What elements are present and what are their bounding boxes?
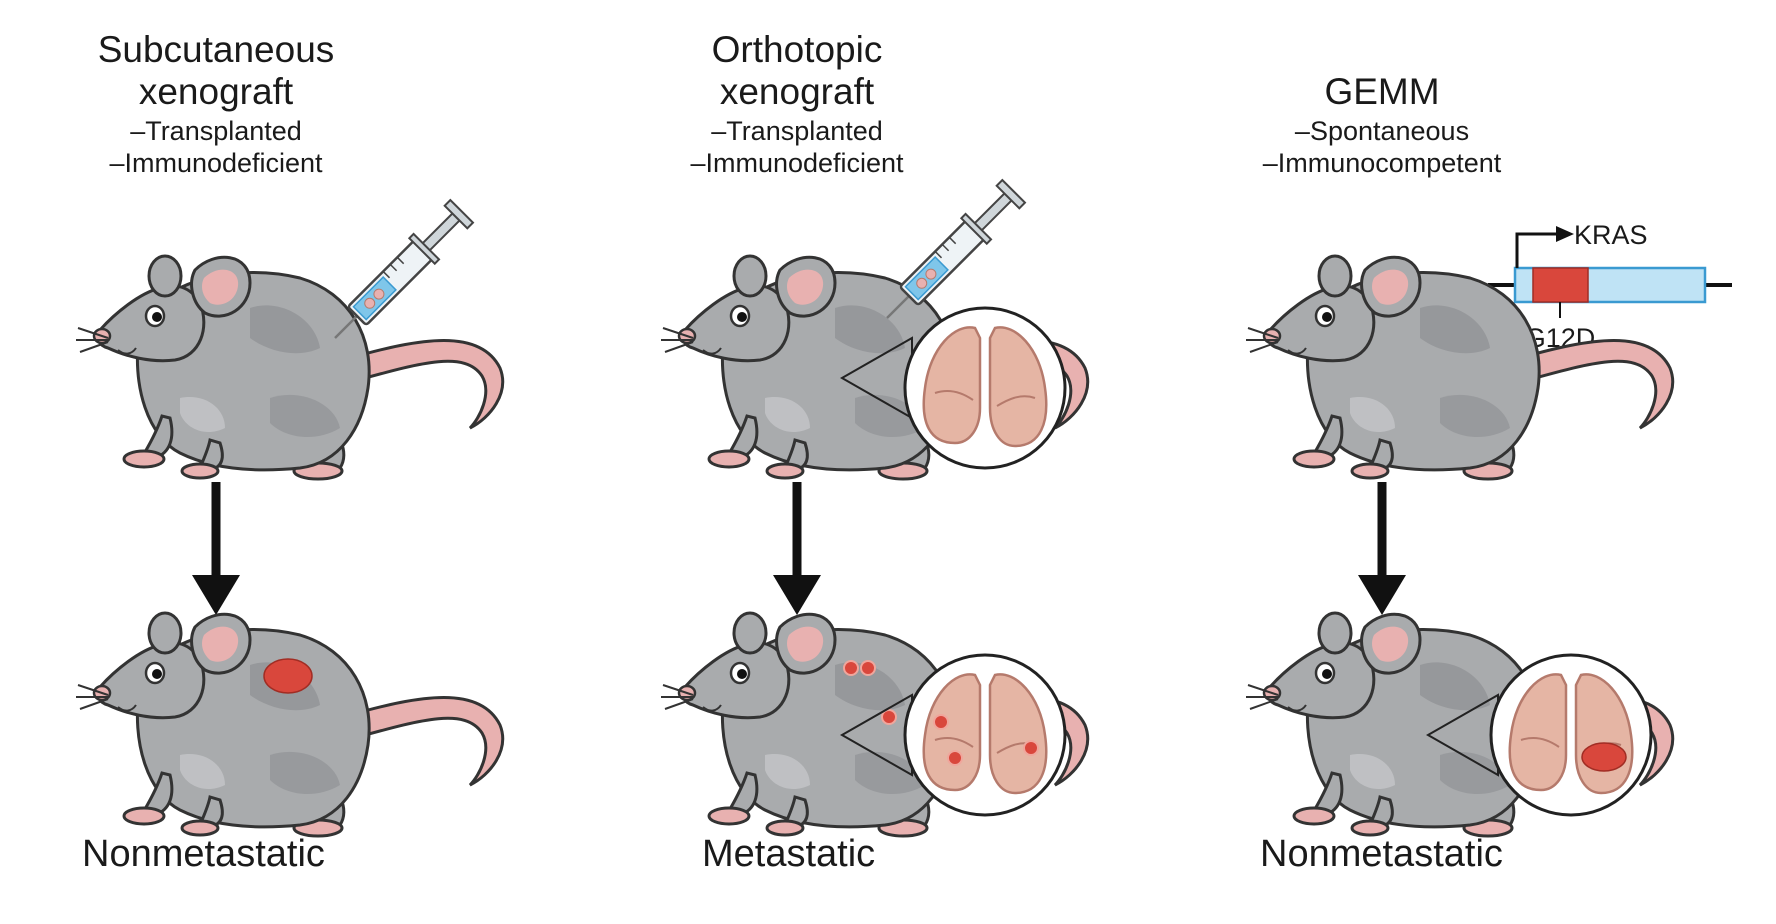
kras-gene-construct bbox=[1488, 226, 1732, 318]
panel-1-mouse-bottom bbox=[74, 611, 505, 838]
panel-gemm: GEMM –Spontaneous –Immunocompetent KRAS … bbox=[1244, 71, 1732, 875]
panel-1-property-2: –Immunodeficient bbox=[109, 148, 323, 178]
panel-1-title-line-1: Subcutaneous bbox=[98, 29, 335, 70]
panel-1-title-line-2: xenograft bbox=[139, 71, 294, 112]
panel-2-metastases-lung bbox=[933, 714, 1039, 766]
promoter-arrow-icon bbox=[1515, 232, 1560, 268]
panel-3-outcome: Nonmetastatic bbox=[1260, 833, 1503, 875]
panel-2-arrow bbox=[773, 482, 821, 615]
panel-2-syringe bbox=[885, 177, 1028, 320]
panel-2-outcome: Metastatic bbox=[702, 833, 875, 875]
panel-3-title: GEMM bbox=[1324, 71, 1439, 112]
panel-1-arrow bbox=[192, 482, 240, 615]
panel-orthotopic: Orthotopic xenograft –Transplanted –Immu… bbox=[659, 29, 1090, 875]
panel-1-mouse-top bbox=[74, 254, 505, 481]
panel-2-property-1: –Transplanted bbox=[711, 116, 883, 146]
g12d-mutation-segment bbox=[1532, 267, 1589, 303]
panel-1-tumor bbox=[263, 658, 313, 694]
panel-3-property-1: –Spontaneous bbox=[1295, 116, 1469, 146]
panel-subcutaneous: Subcutaneous xenograft –Transplanted –Im… bbox=[74, 29, 505, 875]
panel-2-property-2: –Immunodeficient bbox=[690, 148, 904, 178]
panel-3-arrow bbox=[1358, 482, 1406, 615]
panel-3-lung-tumor bbox=[1581, 742, 1627, 772]
panel-1-syringe bbox=[333, 197, 476, 340]
panel-2-title-line-1: Orthotopic bbox=[712, 29, 883, 70]
panel-1-property-1: –Transplanted bbox=[130, 116, 302, 146]
panel-2-title-line-2: xenograft bbox=[720, 71, 875, 112]
panel-2-metastases-body bbox=[843, 660, 897, 725]
panel-1-outcome: Nonmetastatic bbox=[82, 833, 325, 875]
kras-label: KRAS bbox=[1574, 220, 1648, 250]
panel-3-property-2: –Immunocompetent bbox=[1263, 148, 1502, 178]
